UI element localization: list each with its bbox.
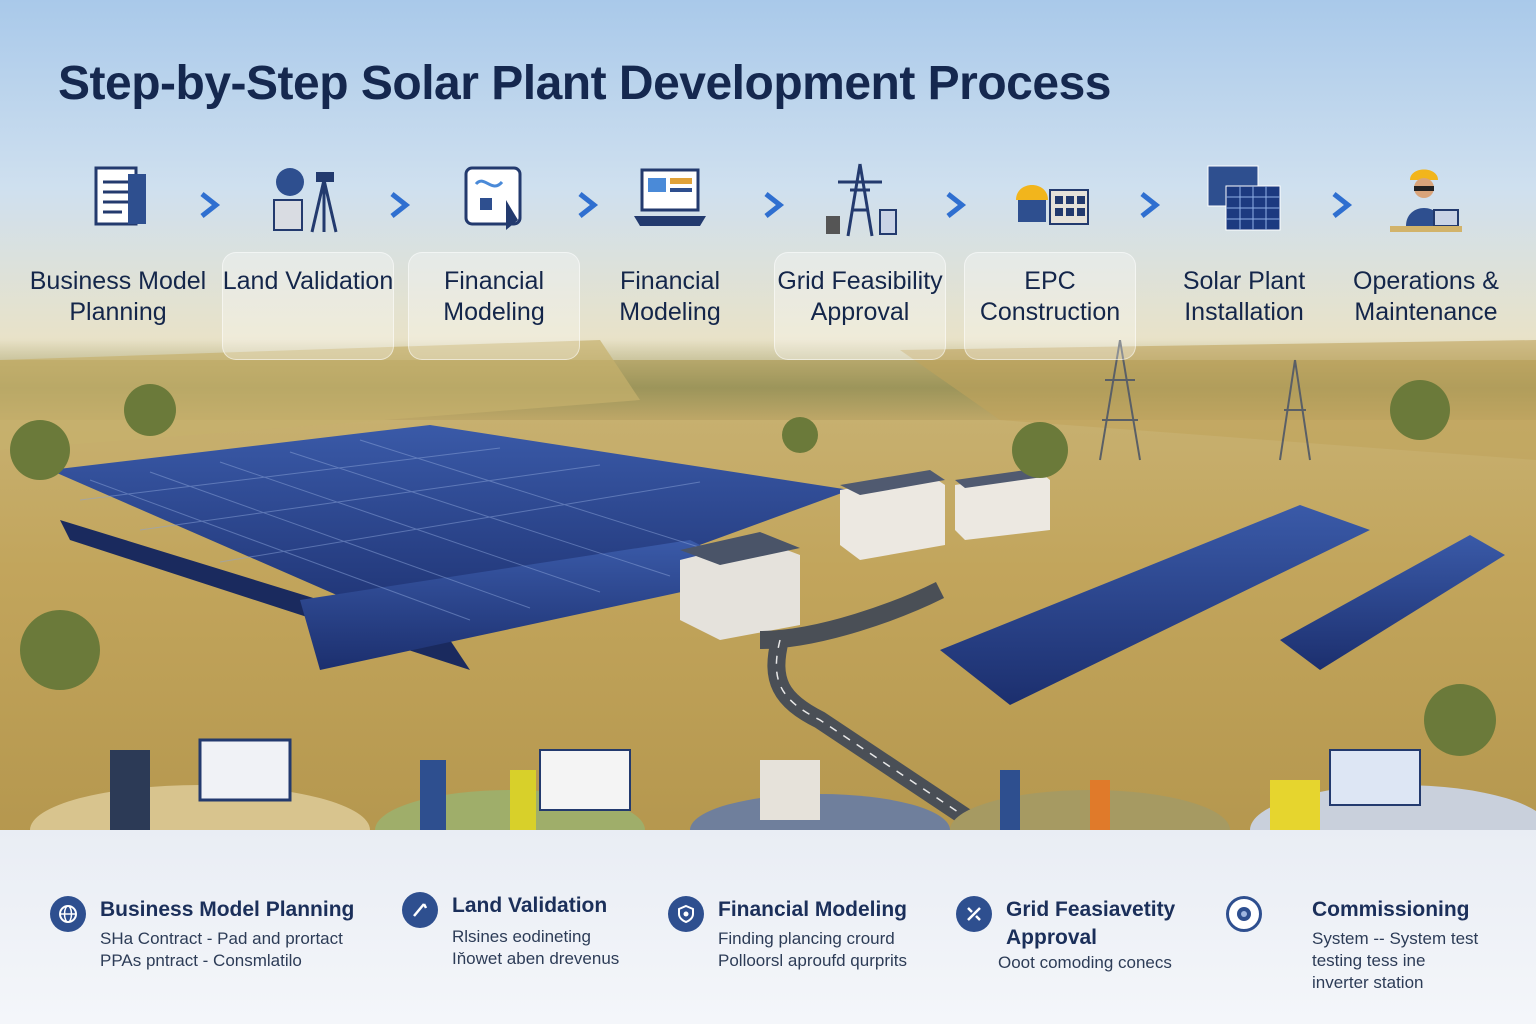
transmission-tower-icon (818, 160, 902, 244)
step-label: Solar Plant Installation (1182, 267, 1306, 326)
step-label: Financial Modeling (619, 267, 721, 326)
tablet-touch-icon (452, 160, 536, 244)
step-financial-modeling-1[interactable]: Financial Modeling (404, 160, 584, 370)
transmission-towers (1099, 340, 1311, 461)
step-label: Financial Modeling (443, 267, 545, 326)
card-text: SHa Contract - Pad and prortact (100, 929, 343, 948)
substation-buildings (680, 468, 1050, 640)
step-label-highlight (408, 252, 580, 360)
card-text: PPAs pntract - Consmlatilo (100, 951, 302, 970)
solar-array-right (940, 505, 1505, 705)
step-solar-plant-installation[interactable]: Solar Plant Installation (1154, 160, 1334, 370)
step-land-validation[interactable]: Land Validation (218, 160, 398, 370)
chevron-right-icon (200, 192, 221, 218)
card-financial-modeling[interactable]: Financial Modeling Finding plancing crou… (668, 892, 968, 1002)
step-operations-maintenance[interactable]: Operations & Maintenance (1336, 160, 1516, 370)
step-label: Land Validation (222, 267, 394, 295)
document-icon (76, 160, 160, 244)
step-label: Grid Feasibility Approval (777, 267, 943, 326)
card-title: Business Model Planning (100, 898, 355, 921)
step-label: Business Model Planning (29, 267, 207, 326)
card-text: Finding plancing crourd (718, 929, 895, 948)
card-text: Iňowet aben drevenus (452, 949, 620, 968)
globe-icon (50, 896, 86, 932)
chevron-right-icon (764, 192, 785, 218)
step-label-highlight (222, 252, 394, 360)
card-text: testing tess ine (1312, 951, 1426, 970)
step-financial-modeling-2[interactable]: Financial Modeling (580, 160, 760, 370)
step-label-highlight (964, 252, 1136, 360)
card-title: Financial Modeling (718, 898, 908, 921)
solar-panel-icon (1202, 160, 1286, 244)
trees (10, 380, 1496, 756)
chevron-right-icon (1140, 192, 1161, 218)
hardhat-building-icon (1008, 160, 1092, 244)
chevron-right-icon (1332, 192, 1353, 218)
laptop-icon (628, 160, 712, 244)
card-text: Polloorsl aproufd qurprits (718, 951, 907, 970)
card-land-validation[interactable]: Land Validation Rlsines eodineting Iňowe… (402, 892, 702, 1002)
summary-panel (0, 830, 1536, 1024)
chevron-right-icon (946, 192, 967, 218)
solar-array-left (50, 425, 850, 670)
card-text: Ooot comoding conecs (998, 953, 1172, 972)
step-business-model-planning[interactable]: Business Model Planning (28, 160, 208, 370)
card-text: Rlsines eodineting (452, 927, 591, 946)
card-title: Commissioning (1312, 898, 1470, 921)
card-business-model-planning[interactable]: Business Model Planning SHa Contract - P… (50, 892, 354, 1002)
card-text: inverter station (1312, 973, 1424, 992)
card-title: Land Validation (452, 894, 608, 917)
step-epc-construction[interactable]: EPC Construction (960, 160, 1140, 370)
gauge-icon (1226, 896, 1262, 932)
step-label-highlight (774, 252, 946, 360)
card-commissioning[interactable]: Commissioning System -- System test test… (1226, 892, 1526, 1002)
chevron-right-icon (390, 192, 411, 218)
compass-icon (402, 892, 438, 928)
survey-tripod-icon (266, 160, 350, 244)
shield-icon (668, 896, 704, 932)
step-label: Operations & Maintenance (1353, 267, 1499, 326)
tools-icon (956, 896, 992, 932)
card-text: System -- System test (1312, 929, 1479, 948)
process-steps: Business Model Planning Land Validation … (22, 160, 1522, 370)
card-title: Grid Feasiavetity Approval (1006, 898, 1176, 949)
step-label: EPC Construction (979, 267, 1121, 326)
page-title: Step-by-Step Solar Plant Development Pro… (58, 57, 1111, 110)
technician-laptop-icon (1384, 160, 1468, 244)
solar-farm-illustration (0, 340, 1536, 840)
step-grid-feasibility-approval[interactable]: Grid Feasibility Approval (770, 160, 950, 370)
chevron-right-icon (578, 192, 599, 218)
card-grid-approval[interactable]: Grid Feasiavetity Approval Ooot comoding… (956, 892, 1256, 1002)
